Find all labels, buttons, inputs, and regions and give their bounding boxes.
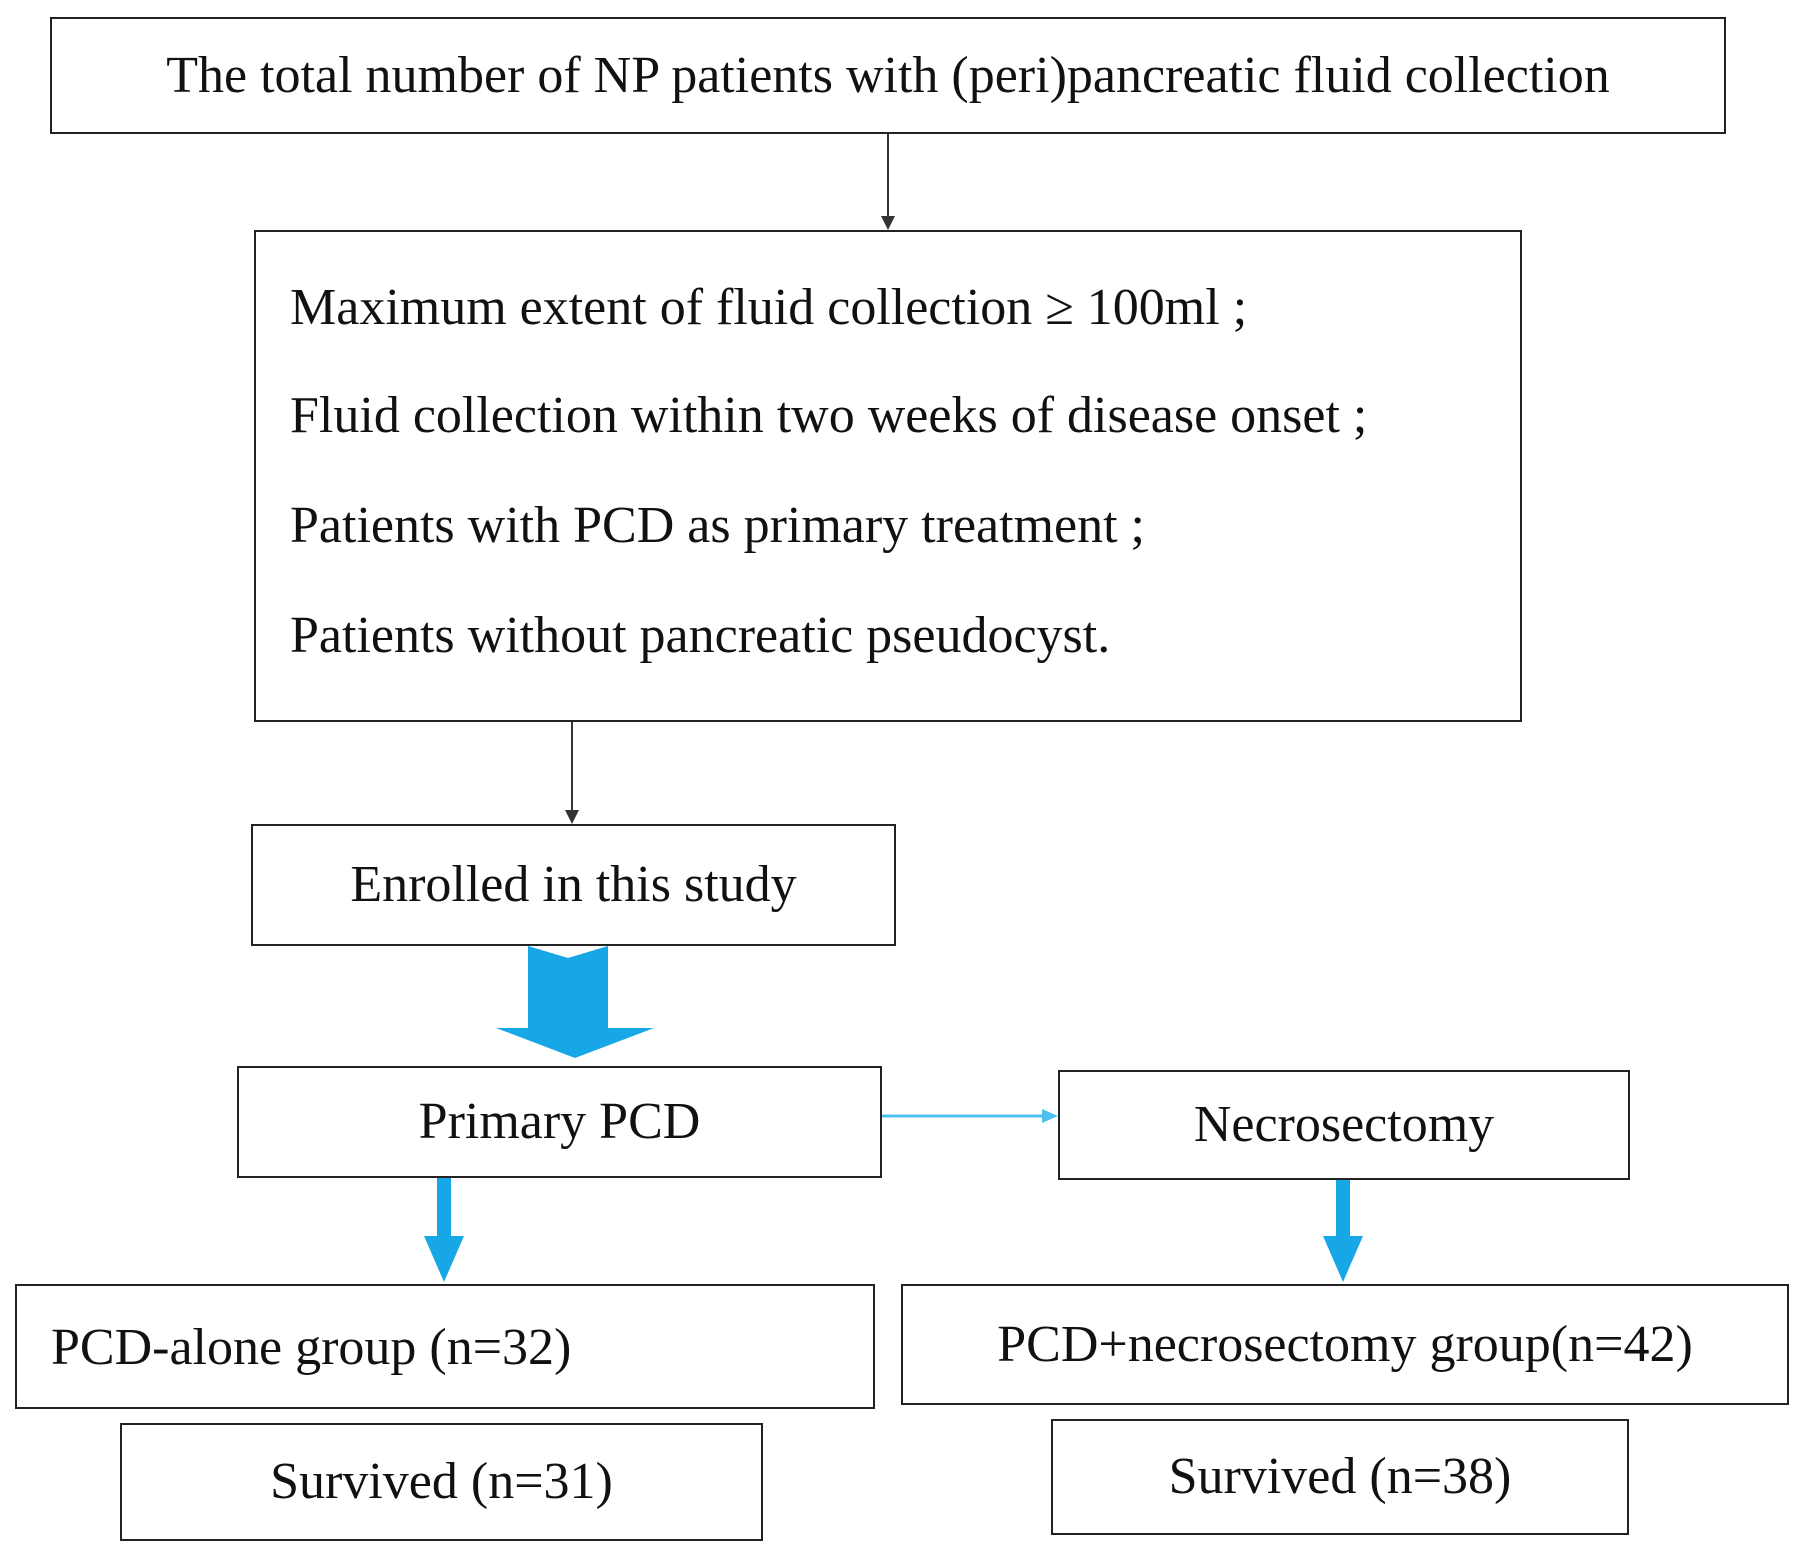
arrow-top-to-criteria [881, 134, 895, 230]
arrow-primary-to-necrosectomy [882, 1109, 1058, 1123]
primary-pcd-label: Primary PCD [418, 1093, 701, 1150]
pcd-alone-group-box: PCD-alone group (n=32) [15, 1284, 875, 1409]
total-patients-box: The total number of NP patients with (pe… [50, 17, 1726, 134]
arrow-criteria-to-enrolled [565, 722, 579, 824]
necrosectomy-label: Necrosectomy [1193, 1096, 1495, 1153]
necrosectomy-box: Necrosectomy [1058, 1070, 1630, 1180]
total-patients-label: The total number of NP patients with (pe… [166, 46, 1610, 104]
pcd-necrosectomy-group-box: PCD+necrosectomy group(n=42) [901, 1284, 1789, 1405]
pcd-necrosectomy-group-label: PCD+necrosectomy group(n=42) [997, 1315, 1693, 1373]
primary-pcd-box: Primary PCD [237, 1066, 882, 1178]
survived-left-label: Survived (n=31) [270, 1453, 613, 1510]
criterion-1: Maximum extent of fluid collection ≥ 100… [290, 279, 1248, 336]
pcd-alone-group-label: PCD-alone group (n=32) [51, 1319, 572, 1376]
inclusion-criteria-box: Maximum extent of fluid collection ≥ 100… [254, 230, 1522, 722]
blue-arrow-primary-to-pcd-alone [424, 1178, 464, 1282]
criterion-2: Fluid collection within two weeks of dis… [290, 387, 1368, 444]
survived-left-box: Survived (n=31) [120, 1423, 763, 1541]
criterion-4: Patients without pancreatic pseudocyst. [290, 607, 1111, 664]
criterion-3: Patients with PCD as primary treatment ; [290, 497, 1145, 554]
survived-right-box: Survived (n=38) [1051, 1419, 1629, 1535]
blue-down-arrow-enrolled [496, 946, 654, 1058]
survived-right-label: Survived (n=38) [1168, 1448, 1512, 1505]
blue-arrow-necrosectomy-to-group [1323, 1180, 1363, 1282]
enrolled-label: Enrolled in this study [350, 856, 797, 913]
enrolled-box: Enrolled in this study [251, 824, 896, 946]
